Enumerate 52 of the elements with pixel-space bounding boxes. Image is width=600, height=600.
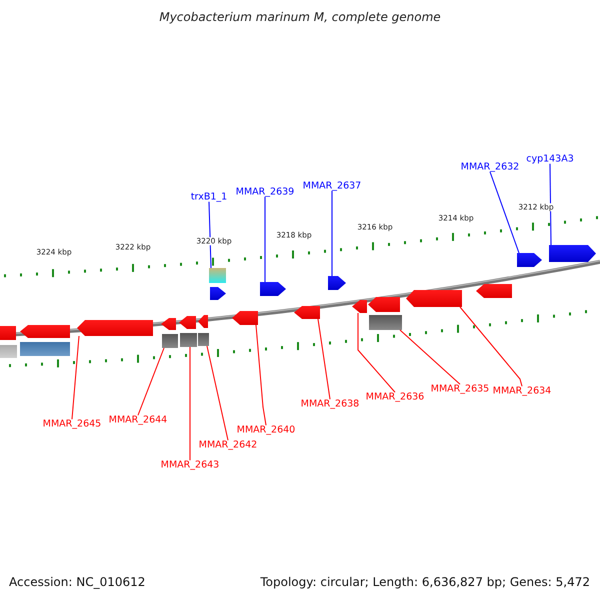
gene-bar xyxy=(209,268,226,283)
title: Mycobacterium marinum M, complete genome xyxy=(159,11,441,23)
gene-feature xyxy=(20,325,70,338)
gene-bar xyxy=(20,342,70,356)
leader-line xyxy=(206,346,228,441)
gene-feature xyxy=(406,290,462,307)
leader-line xyxy=(256,324,266,426)
leader-line xyxy=(72,336,80,420)
accession-text: Accession: NC_010612 xyxy=(9,576,146,588)
leader-line xyxy=(358,312,396,393)
gene-label: MMAR_2645 xyxy=(42,419,102,429)
gene-feature xyxy=(161,318,176,330)
gene-feature xyxy=(294,306,320,319)
gene-label: MMAR_2642 xyxy=(198,440,258,450)
leader-line xyxy=(138,348,164,416)
gene-bar xyxy=(0,345,17,358)
gene-feature xyxy=(232,311,258,325)
leader-line xyxy=(208,201,212,268)
gene-feature xyxy=(198,315,208,328)
gene-label: MMAR_2635 xyxy=(430,384,490,394)
gene-feature xyxy=(476,284,512,298)
gene-label: MMAR_2640 xyxy=(236,425,296,435)
gene-feature xyxy=(210,287,226,300)
gene-label: trxB1_1 xyxy=(190,192,228,202)
leader-line xyxy=(264,196,266,282)
gene-bar xyxy=(162,334,178,348)
leader-line xyxy=(400,330,460,385)
gene-label: MMAR_2637 xyxy=(302,181,362,191)
gene-bar xyxy=(198,333,209,346)
gene-label: MMAR_2644 xyxy=(108,415,168,425)
leader-line xyxy=(318,318,330,400)
leader-line xyxy=(490,171,520,254)
genome-summary-text: Topology: circular; Length: 6,636,827 bp; Genes: 5,472 xyxy=(260,576,590,588)
gene-label: MMAR_2636 xyxy=(366,392,424,402)
gene-feature xyxy=(328,276,346,290)
gene-feature xyxy=(352,300,367,313)
gene-feature xyxy=(179,316,196,329)
gene-bar xyxy=(369,315,402,330)
gene-bar xyxy=(180,333,197,347)
gene-label: MMAR_2638 xyxy=(300,399,360,409)
gene-label: cyp143A3 xyxy=(526,154,574,164)
gene-label: MMAR_2634 xyxy=(492,386,552,396)
leader-line xyxy=(550,163,552,246)
gene-feature xyxy=(77,320,153,336)
gene-feature xyxy=(260,282,286,296)
leader-line xyxy=(460,306,522,387)
gene-label: MMAR_2643 xyxy=(160,460,220,470)
gene-feature xyxy=(549,245,596,262)
gene-feature xyxy=(0,326,16,340)
gene-feature xyxy=(517,253,542,267)
gene-label: MMAR_2632 xyxy=(460,162,520,172)
gene-label: MMAR_2639 xyxy=(236,187,294,197)
